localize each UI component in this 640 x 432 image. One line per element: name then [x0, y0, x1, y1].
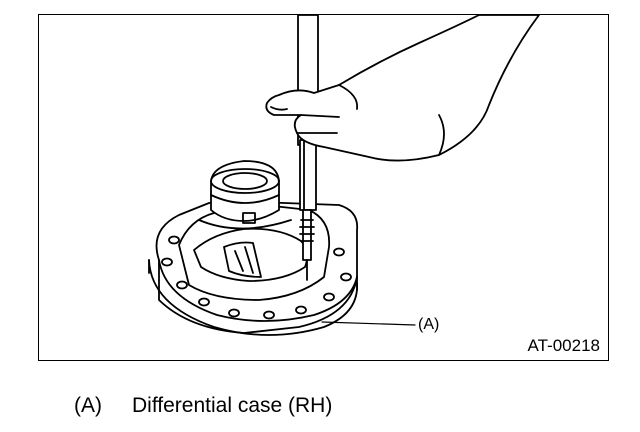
legend: (A) Differential case (RH) — [74, 394, 332, 418]
figure-frame: (A) AT-00218 — [38, 14, 609, 361]
callout-leader-line — [321, 321, 416, 326]
bearing-boss — [198, 160, 292, 230]
legend-key: (A) — [74, 394, 102, 417]
callout-label-a: (A) — [418, 316, 440, 333]
differential-case-illustration — [148, 15, 540, 336]
hand — [265, 15, 540, 162]
legend-text: Differential case (RH) — [132, 394, 333, 417]
figure-code: AT-00218 — [527, 336, 600, 355]
